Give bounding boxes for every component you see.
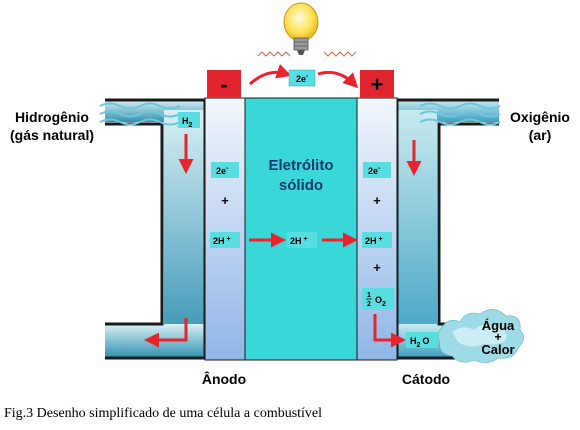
product-water-label: Água: [482, 318, 515, 333]
cathode-proton-label: 2H+: [365, 236, 383, 246]
figure-caption: Fig.3 Desenho simplificado de uma célula…: [4, 406, 323, 421]
anode-proton-box: [210, 232, 240, 248]
h2-label: H2: [182, 116, 193, 129]
fuel-inlet-waves: [99, 102, 181, 126]
product-plus-label: +: [494, 330, 501, 344]
oxygen-box: [362, 288, 394, 310]
cathode-proton-box: [362, 232, 392, 248]
anode-electron-box: [211, 162, 239, 178]
electrolyte-proton-label: 2H+: [290, 236, 308, 246]
anode-gas-channel: [105, 98, 207, 360]
external-circuit-arrow-left: [249, 64, 292, 86]
external-electron-label: 2e-: [296, 73, 309, 84]
anode-plus: +: [221, 193, 229, 208]
cathode-plus-2: +: [373, 260, 381, 275]
anode-proton-label: 2H+: [213, 236, 231, 246]
svg-text:O2: O2: [375, 295, 386, 308]
oxidant-label-sub: (ar): [529, 127, 552, 143]
anode-electron-label: 2e-: [216, 165, 229, 176]
oxygen-label: 1 2 O2: [366, 292, 386, 308]
external-electron-box: [288, 69, 316, 87]
product-heat-label: Calor: [481, 342, 514, 357]
cathode-plus-1: +: [373, 193, 381, 208]
electrolyte: [244, 97, 358, 361]
light-bulb-icon: [257, 2, 357, 57]
electrolyte-label-sub: sólido: [279, 177, 323, 194]
cathode-electron-label: 2e-: [368, 165, 381, 176]
negative-terminal: [207, 70, 241, 98]
fuel-label-sub: (gás natural): [10, 127, 94, 143]
cathode-electron-box: [363, 162, 391, 178]
anode-electrode: [204, 97, 246, 361]
electrolyte-proton-box: [287, 232, 317, 248]
water-cloud-icon: [437, 309, 524, 363]
fuel-label: Hidrogênio: [15, 109, 89, 125]
oxidant-label: Oxigênio: [510, 109, 570, 125]
cathode-electrode: [356, 97, 398, 361]
svg-text:2: 2: [367, 301, 371, 308]
water-formation-arrow: [373, 314, 406, 348]
svg-text:2e-: 2e-: [296, 73, 309, 84]
h2o-box: [406, 332, 438, 348]
positive-terminal-sign: +: [371, 72, 384, 97]
anode-label: Ânodo: [202, 370, 246, 387]
positive-terminal: [360, 70, 394, 98]
svg-text:1: 1: [367, 292, 371, 299]
electrolyte-label: Eletrólito: [268, 157, 333, 174]
negative-terminal-sign: -: [220, 72, 227, 97]
oxidant-inlet-waves: [419, 102, 501, 126]
cathode-label: Cátodo: [402, 371, 450, 387]
external-circuit-arrow-right: [317, 70, 359, 89]
fuel-exhaust-arrow: [144, 318, 188, 348]
h2-box: [178, 112, 200, 128]
